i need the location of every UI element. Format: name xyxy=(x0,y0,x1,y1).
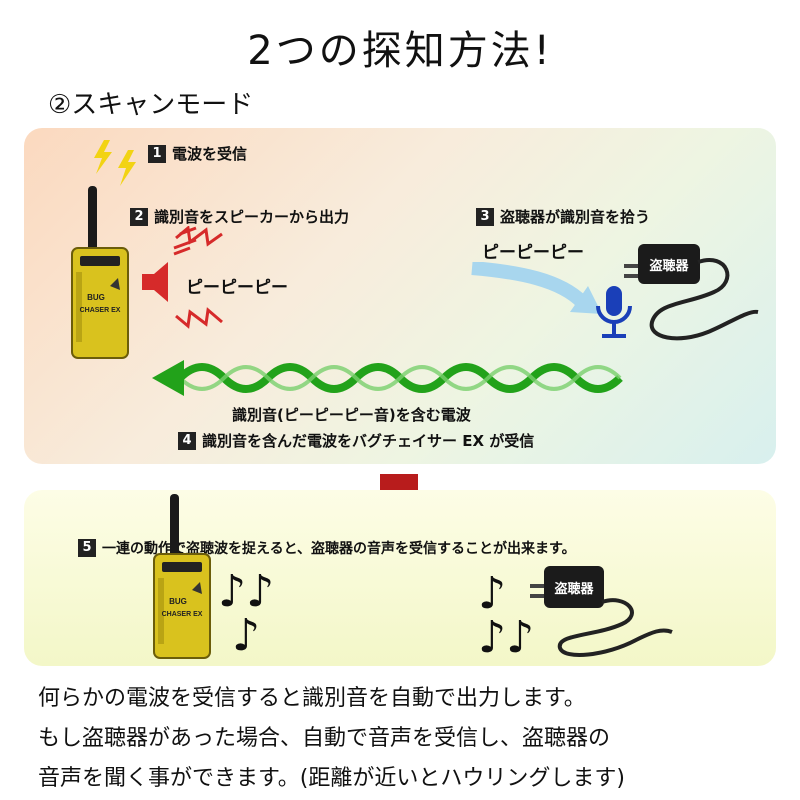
device-label-bug-bottom: BUG xyxy=(169,597,187,606)
description-line-1: 何らかの電波を受信すると識別音を自動で出力します。 xyxy=(38,686,586,711)
description-line-2: もし盗聴器があった場合、自動で音声を受信し、盗聴器の xyxy=(38,726,611,751)
bug-device-label-bottom: 盗聴器 xyxy=(554,581,594,597)
result-panel xyxy=(24,490,776,666)
device-label-chaser: CHASER EX xyxy=(80,307,121,314)
radio-wave-arrow xyxy=(152,360,623,396)
music-notes-icon: ♪♪ ♪ xyxy=(218,566,275,661)
bug-device-cable-bottom xyxy=(530,584,673,657)
beep-text-pickup: ピーピーピー xyxy=(482,243,584,263)
device-label-bug: BUG xyxy=(87,293,105,302)
microphone-icon xyxy=(596,286,632,338)
pickup-arrow xyxy=(471,262,602,314)
page-title: 2つの探知方法! xyxy=(247,28,553,74)
speaker-icon xyxy=(142,226,223,329)
bug-chaser-device: BUG CHASER EX xyxy=(71,186,129,359)
scan-flow-panel xyxy=(24,128,776,464)
bug-device-body-bottom: 盗聴器 xyxy=(544,566,604,608)
bug-device-label: 盗聴器 xyxy=(649,258,689,274)
device-label-chaser-bottom: CHASER EX xyxy=(162,611,203,618)
lightning-icon xyxy=(94,140,136,186)
bug-device-body: 盗聴器 xyxy=(638,244,700,284)
beep-text-speaker: ピーピーピー xyxy=(186,278,288,298)
wave-caption: 識別音(ピーピーピー音)を含む電波 xyxy=(232,406,471,424)
bug-device-cable xyxy=(624,258,759,341)
description-line-3: 音声を聞く事ができます。(距離が近いとハウリングします) xyxy=(38,766,625,791)
section-subtitle: ②スキャンモード xyxy=(48,90,254,120)
bug-chaser-device-bottom: BUG CHASER EX xyxy=(153,494,211,659)
music-notes-icon-2: ♪♪♪ xyxy=(478,568,535,663)
